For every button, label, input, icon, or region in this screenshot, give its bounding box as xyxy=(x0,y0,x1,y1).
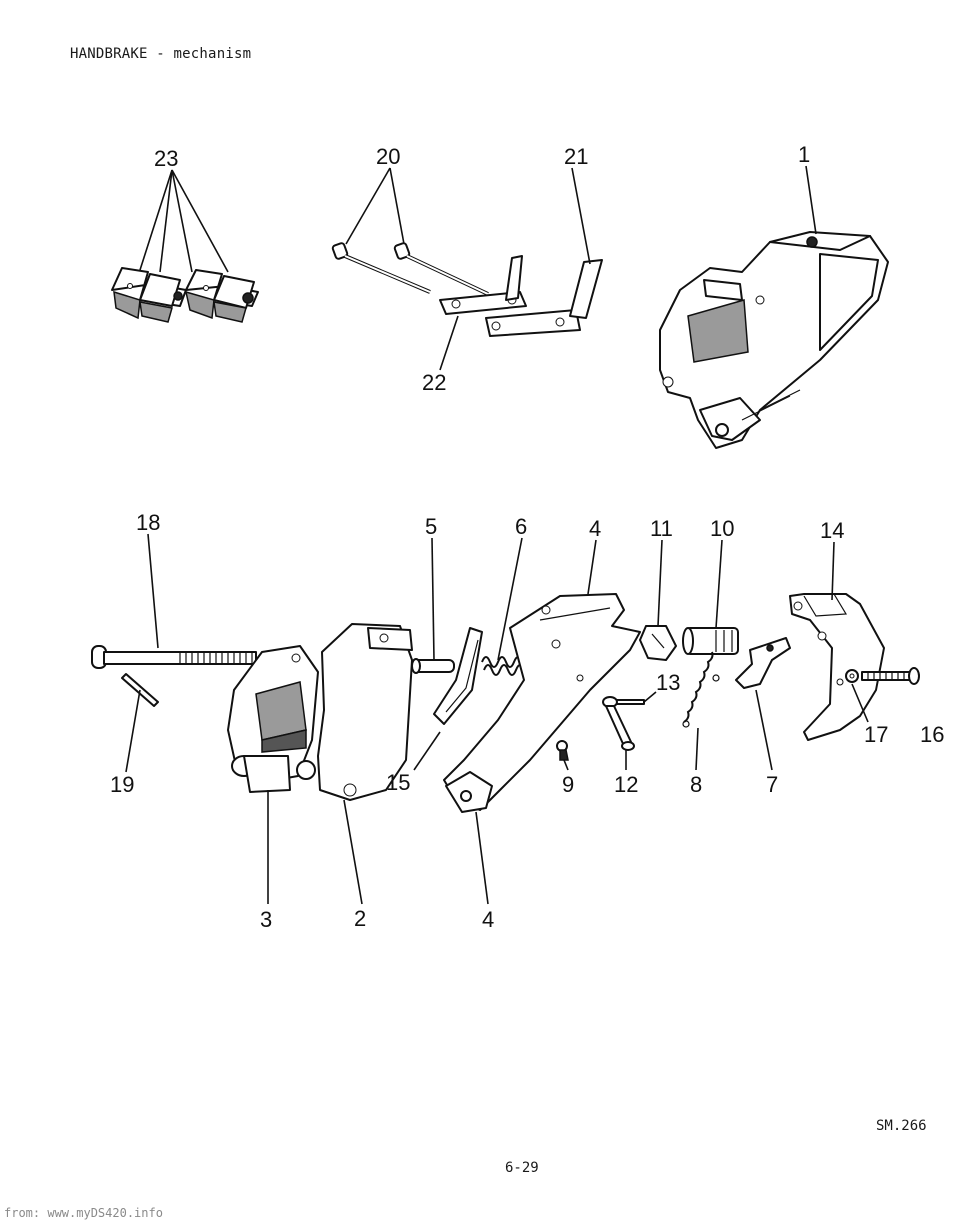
part-20-pins xyxy=(331,242,489,296)
callout-11: 11 xyxy=(650,516,673,541)
callout-3: 3 xyxy=(260,907,272,932)
callout-9: 9 xyxy=(562,772,574,797)
part-11-clip-ring xyxy=(639,625,677,661)
part-4-main-lever xyxy=(443,593,641,813)
part-23-brake-pads xyxy=(111,267,259,323)
figure-reference-code: SM.266 xyxy=(876,1118,927,1134)
part-15-clip xyxy=(433,627,483,725)
part-18-19-bolt-and-pin xyxy=(91,645,257,707)
leader-lines xyxy=(125,165,869,905)
callout-8: 8 xyxy=(690,772,702,797)
callout-2: 2 xyxy=(354,906,366,931)
source-watermark: from: www.myDS420.info xyxy=(4,1206,163,1220)
callout-7: 7 xyxy=(766,772,778,797)
part-9-rivet xyxy=(556,740,569,761)
part-16-screw xyxy=(861,667,920,685)
callout-23: 23 xyxy=(154,146,178,171)
callout-13: 13 xyxy=(656,670,680,695)
part-5-pin xyxy=(411,658,455,674)
callout-6: 6 xyxy=(515,514,527,539)
part-21-22-levers xyxy=(439,255,603,337)
part-13-split-pin xyxy=(615,699,645,705)
callout-10: 10 xyxy=(710,516,734,541)
part-14-bracket xyxy=(789,593,885,741)
part-17-washer xyxy=(845,669,859,683)
callout-22: 22 xyxy=(422,370,446,395)
part-10-sleeve xyxy=(682,627,739,655)
callout-labels: 23 20 21 1 22 18 5 6 4 11 10 14 13 17 16… xyxy=(110,142,944,932)
page-number: 6-29 xyxy=(505,1160,539,1176)
callout-21: 21 xyxy=(564,144,588,169)
callout-18: 18 xyxy=(136,510,160,535)
part-7-pawl xyxy=(735,637,791,689)
callout-1: 1 xyxy=(798,142,810,167)
callout-12: 12 xyxy=(614,772,638,797)
callout-20: 20 xyxy=(376,144,400,169)
part-8-tension-spring xyxy=(682,651,720,728)
callout-5: 5 xyxy=(425,514,437,539)
callout-4-top: 4 xyxy=(589,516,601,541)
callout-15: 15 xyxy=(386,770,410,795)
callout-4-bottom: 4 xyxy=(482,907,494,932)
callout-16: 16 xyxy=(920,722,944,747)
page-title: HANDBRAKE - mechanism xyxy=(70,46,252,62)
callout-17: 17 xyxy=(864,722,888,747)
callout-19: 19 xyxy=(110,772,134,797)
callout-14: 14 xyxy=(820,518,844,543)
part-12-clevis-pin xyxy=(602,696,635,751)
part-1-assembled-handbrake xyxy=(659,231,889,449)
part-2-3-caliper-halves xyxy=(227,623,413,801)
